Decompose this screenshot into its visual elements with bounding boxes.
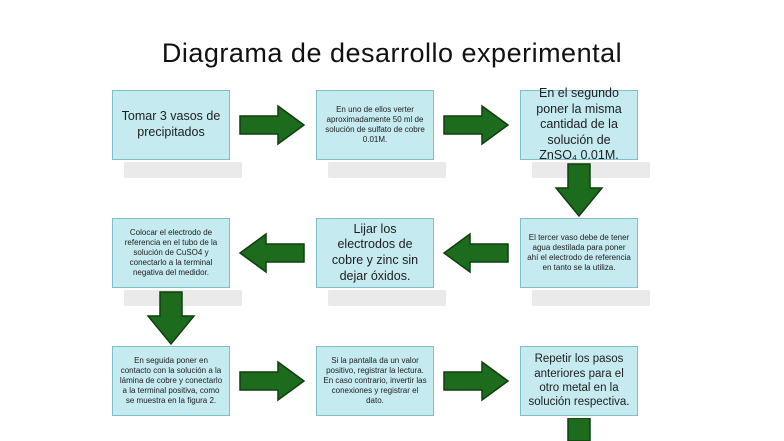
step-9-text: Repetir los pasos anteriores para el otr… — [528, 353, 630, 409]
arrow-down-partial-icon — [567, 418, 591, 441]
step-8-box: Si la pantalla da un valor positivo, reg… — [316, 346, 434, 416]
arrow-left-icon — [442, 232, 509, 274]
box-shadow — [328, 162, 446, 178]
arrow-right-icon — [239, 104, 306, 146]
box-shadow — [532, 290, 650, 306]
step-2-box: En uno de ellos verter aproximadamente 5… — [316, 90, 434, 160]
arrow-down-icon — [146, 291, 196, 346]
step-4-text: El tercer vaso debe de tener agua destil… — [527, 233, 631, 272]
arrow-right-icon — [443, 360, 510, 402]
step-9-box: Repetir los pasos anteriores para el otr… — [520, 346, 638, 416]
step-6-box: Colocar el electrodo de referencia en el… — [112, 218, 230, 288]
arrow-down-icon — [554, 163, 604, 218]
box-shadow — [328, 290, 446, 306]
arrow-left-icon — [238, 232, 305, 274]
diagram-title: Diagrama de desarrollo experimental — [161, 38, 623, 68]
step-5-text: Lijar los electrodos de cobre y zinc sin… — [331, 221, 419, 283]
step-4-box: El tercer vaso debe de tener agua destil… — [520, 218, 638, 288]
arrow-right-icon — [239, 360, 306, 402]
step-3-text: En el segundo poner la misma cantidad de… — [536, 85, 622, 163]
step-3-box: En el segundo poner la misma cantidad de… — [520, 86, 638, 162]
step-7-box: En seguida poner en contacto con la solu… — [112, 346, 230, 416]
box-shadow — [124, 290, 242, 306]
step-1-text: Tomar 3 vasos de precipitados — [121, 109, 221, 139]
box-shadow — [532, 162, 650, 178]
step-7-text: En seguida poner en contacto con la solu… — [119, 356, 223, 405]
step-5-box: Lijar los electrodos de cobre y zinc sin… — [316, 218, 434, 288]
step-8-text: Si la pantalla da un valor positivo, reg… — [323, 356, 427, 405]
arrow-right-icon — [443, 104, 510, 146]
box-shadow — [124, 162, 242, 178]
step-1-box: Tomar 3 vasos de precipitados — [112, 90, 230, 160]
step-2-text: En uno de ellos verter aproximadamente 5… — [325, 105, 425, 144]
step-6-text: Colocar el electrodo de referencia en el… — [124, 228, 218, 277]
